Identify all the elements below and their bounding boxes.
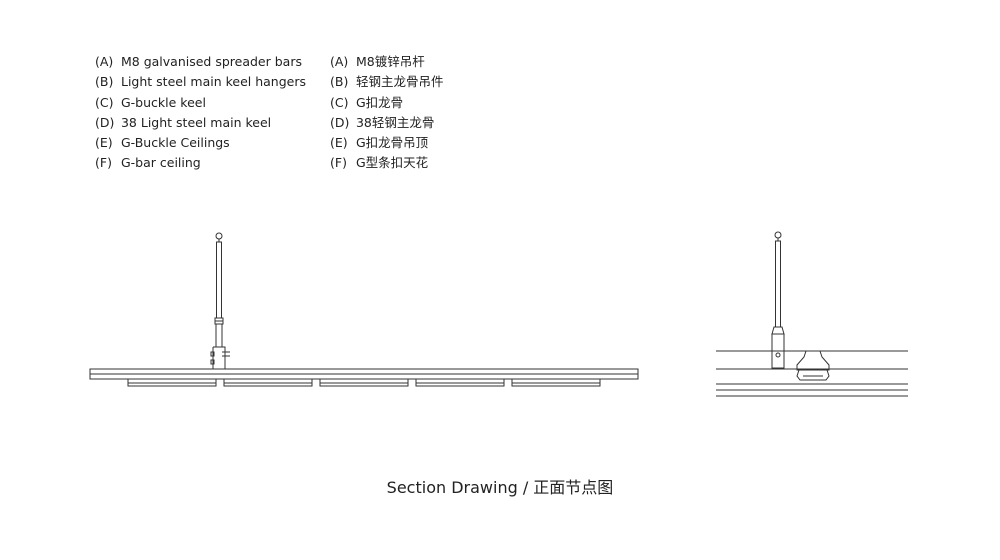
legend-code: (C) [95, 94, 114, 110]
side-section-view [716, 231, 908, 397]
main-keel-bar [89, 368, 639, 380]
legend-text: G-buckle keel [120, 94, 206, 110]
ceiling-panels [127, 378, 601, 387]
legend-text: M8镀锌吊杆 [355, 54, 425, 69]
legend-item: (B) 轻钢主龙骨吊件 [330, 72, 444, 92]
g-buckle-keel [796, 350, 830, 381]
spreader-bar-rod [771, 231, 785, 335]
spreader-bar-rod [214, 232, 224, 325]
legend-item: (E) G扣龙骨吊顶 [330, 133, 444, 153]
legend-item: (F) G-bar ceiling [95, 153, 306, 173]
legend-code: (E) [95, 135, 113, 151]
main-keel-lines [716, 350, 908, 370]
legend-item: (C) G扣龙骨 [330, 93, 444, 113]
legend-code: (B) [95, 74, 114, 90]
drawing-caption: Section Drawing / 正面节点图 [386, 478, 614, 497]
legend-chinese: (A) M8镀锌吊杆 (B) 轻钢主龙骨吊件 (C) G扣龙骨 (D) 38轻钢… [330, 52, 444, 174]
legend-code: (F) [95, 155, 112, 171]
legend-item: (A) M8 galvanised spreader bars [95, 52, 306, 72]
legend-item: (D) 38轻钢主龙骨 [330, 113, 444, 133]
legend-code: (F) [330, 155, 347, 171]
legend-item: (E) G-Buckle Ceilings [95, 133, 306, 153]
legend-text: Light steel main keel hangers [120, 74, 307, 90]
legend-code: (D) [95, 114, 115, 130]
legend-english: (A) M8 galvanised spreader bars (B) Ligh… [95, 52, 306, 174]
legend-text: 38轻钢主龙骨 [355, 114, 435, 130]
legend-text: G型条扣天花 [355, 155, 429, 171]
legend-code: (E) [330, 135, 348, 151]
ceiling-lines [716, 383, 908, 397]
legend-text: G扣龙骨吊顶 [355, 135, 429, 151]
legend-text: 轻钢主龙骨吊件 [355, 74, 444, 90]
legend-text: G-bar ceiling [120, 155, 201, 171]
legend-code: (B) [330, 74, 349, 90]
legend-code: (D) [330, 114, 350, 130]
legend-item: (B) Light steel main keel hangers [95, 72, 306, 92]
legend-text: G扣龙骨 [355, 94, 404, 110]
legend-code: (C) [330, 94, 349, 110]
legend-text: 38 Light steel main keel [120, 114, 272, 130]
legend-text: G-Buckle Ceilings [120, 135, 230, 151]
legend-code: (A) [330, 54, 349, 69]
legend-item: (A) M8镀锌吊杆 [330, 52, 444, 72]
front-section-view [89, 232, 639, 387]
main-keel-hanger [210, 323, 230, 369]
legend-item: (D) 38 Light steel main keel [95, 113, 306, 133]
legend-item: (C) G-buckle keel [95, 93, 306, 113]
legend-text: M8 galvanised spreader bars [120, 54, 302, 69]
legend-item: (F) G型条扣天花 [330, 153, 444, 173]
legend-code: (A) [95, 54, 114, 69]
